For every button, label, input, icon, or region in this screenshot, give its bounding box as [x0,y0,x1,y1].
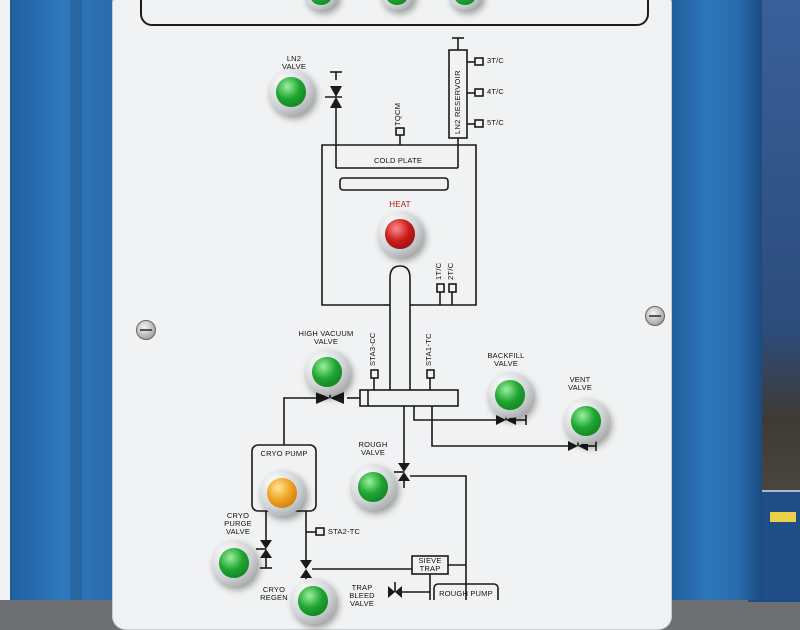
sta2-label: STA2-TC [328,527,361,536]
tc4-label: 4T/C [487,87,505,96]
tc2-label: 2T/C [446,262,455,280]
ln2-reservoir-label: LN2 RESERVOIR [453,70,462,134]
trap-bleed-valve-label: TRAP BLEED VALVE [349,583,375,608]
panel-screw-right-icon [645,306,665,326]
tc5-label: 5T/C [487,118,505,127]
ln2-valve-label: LN2 VALVE [281,54,307,71]
top-indicator-1[interactable] [304,0,338,10]
top-indicator-2[interactable] [380,0,414,10]
upper-section-outline [140,0,649,26]
tqcm-label: TQCM [393,102,402,126]
high-vacuum-valve-label: HIGH VACUUM VALVE [298,329,354,346]
cryo-pump-label: CRYO PUMP [260,449,308,458]
sta3-label: STA3-CC [368,332,377,366]
heat-indicator[interactable] [377,211,423,257]
backfill-valve-label: BACKFILL VALVE [487,351,525,368]
control-panel [112,0,672,630]
high-vacuum-valve-indicator[interactable] [304,349,350,395]
rough-valve-label: ROUGH VALVE [358,440,388,457]
sieve-trap-label: SIEVE TRAP [418,556,442,573]
schematic-diagram [251,37,597,600]
vent-valve-label: VENT VALVE [567,375,593,392]
tc1-label: 1T/C [434,262,443,280]
cold-plate-label: COLD PLATE [373,156,423,165]
ln2-valve-indicator[interactable] [268,69,314,115]
frame-shadow [70,0,82,600]
rough-valve-indicator[interactable] [350,464,396,510]
yellow-warning-label [770,512,796,522]
backfill-valve-indicator[interactable] [487,372,533,418]
vent-valve-indicator[interactable] [563,398,609,444]
top-indicator-3[interactable] [448,0,482,10]
tc3-label: 3T/C [487,56,505,65]
sta1-label: STA1-TC [424,333,433,366]
cryo-purge-valve-label: CRYO PURGE VALVE [224,511,252,536]
cryo-pump-indicator[interactable] [259,470,305,516]
rough-pump-label: ROUGH PUMP [439,589,493,598]
cryo-regen-label: CRYO REGEN [260,585,288,602]
heat-label: HEAT [389,200,411,209]
panel-screw-left-icon [136,320,156,340]
cryo-regen-indicator[interactable] [290,578,336,624]
cryo-purge-valve-indicator[interactable] [211,540,257,586]
